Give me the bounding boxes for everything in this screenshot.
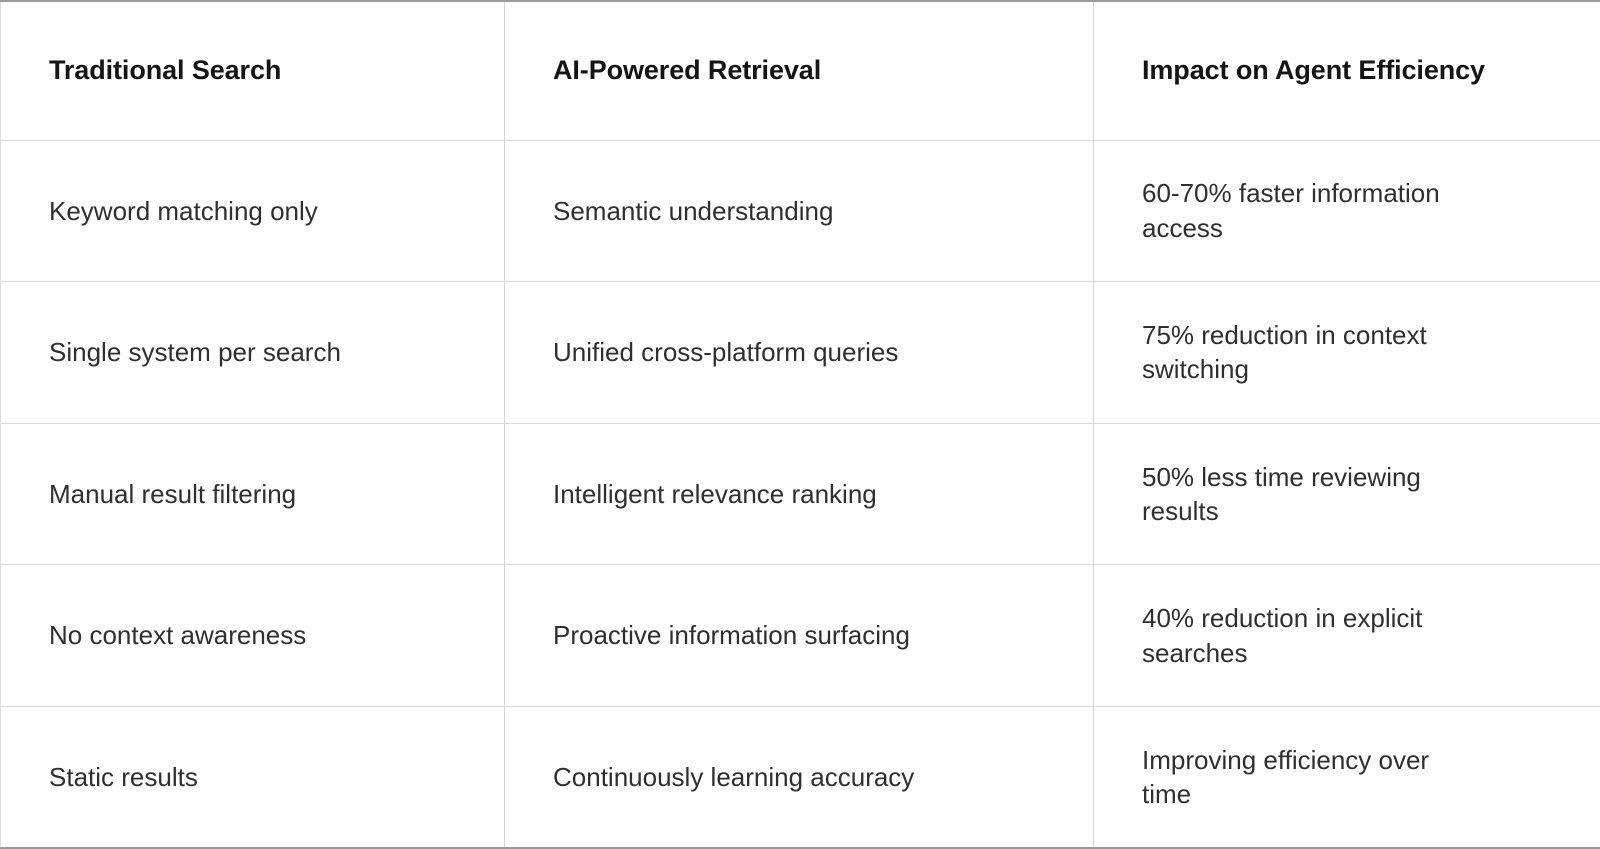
cell-text: 60-70% faster information access xyxy=(1142,178,1440,243)
cell-text: Continuously learning accuracy xyxy=(553,761,915,792)
cell-text: Intelligent relevance ranking xyxy=(553,478,877,509)
cell-text: Single system per search xyxy=(49,337,341,368)
cell-impact-on-agent-efficiency: 60-70% faster information access xyxy=(1093,140,1600,283)
cell-impact-on-agent-efficiency: 40% reduction in explicit searches xyxy=(1093,564,1600,707)
cell-text: Semantic understanding xyxy=(553,195,834,226)
cell-text: 50% less time reviewing results xyxy=(1142,461,1421,526)
cell-ai-powered-retrieval: Unified cross-platform queries xyxy=(504,281,1094,424)
cell-text: 75% reduction in context switching xyxy=(1142,320,1427,385)
column-header-impact-on-agent-efficiency: Impact on Agent Efficiency xyxy=(1093,1,1600,141)
cell-text: Manual result filtering xyxy=(49,478,297,509)
column-header-traditional-search: Traditional Search xyxy=(0,1,505,141)
table-header-row: Traditional Search AI-Powered Retrieval … xyxy=(0,1,1600,141)
table-row: No context awareness Proactive informati… xyxy=(0,564,1600,707)
cell-text: Static results xyxy=(49,761,198,792)
cell-traditional-search: Static results xyxy=(0,706,505,848)
cell-traditional-search: Single system per search xyxy=(0,281,505,424)
cell-impact-on-agent-efficiency: 50% less time reviewing results xyxy=(1093,423,1600,566)
cell-traditional-search: Keyword matching only xyxy=(0,140,505,283)
table-body: Keyword matching only Semantic understan… xyxy=(0,140,1600,848)
table-row: Static results Continuously learning acc… xyxy=(0,706,1600,848)
cell-impact-on-agent-efficiency: Improving efficiency over time xyxy=(1094,706,1600,848)
cell-ai-powered-retrieval: Semantic understanding xyxy=(504,140,1094,283)
cell-text: Proactive information surfacing xyxy=(553,620,910,651)
column-header-ai-powered-retrieval: AI-Powered Retrieval xyxy=(504,1,1094,141)
table-row: Keyword matching only Semantic understan… xyxy=(0,140,1600,283)
table-row: Manual result filtering Intelligent rele… xyxy=(0,423,1600,566)
table-row: Single system per search Unified cross-p… xyxy=(0,281,1600,424)
cell-text: Keyword matching only xyxy=(49,195,318,226)
cell-text: Improving efficiency over time xyxy=(1142,744,1430,809)
cell-ai-powered-retrieval: Proactive information surfacing xyxy=(504,564,1094,707)
cell-text: Unified cross-platform queries xyxy=(553,337,899,368)
column-header-label: AI-Powered Retrieval xyxy=(553,54,822,85)
cell-ai-powered-retrieval: Continuously learning accuracy xyxy=(504,706,1094,848)
column-header-label: Traditional Search xyxy=(49,54,282,85)
cell-traditional-search: Manual result filtering xyxy=(0,423,505,566)
cell-impact-on-agent-efficiency: 75% reduction in context switching xyxy=(1093,281,1600,424)
cell-text: 40% reduction in explicit searches xyxy=(1142,603,1423,668)
cell-ai-powered-retrieval: Intelligent relevance ranking xyxy=(504,423,1094,566)
table-header: Traditional Search AI-Powered Retrieval … xyxy=(0,1,1600,141)
column-header-label: Impact on Agent Efficiency xyxy=(1142,54,1485,85)
cell-text: No context awareness xyxy=(49,620,307,651)
cell-traditional-search: No context awareness xyxy=(0,564,505,707)
